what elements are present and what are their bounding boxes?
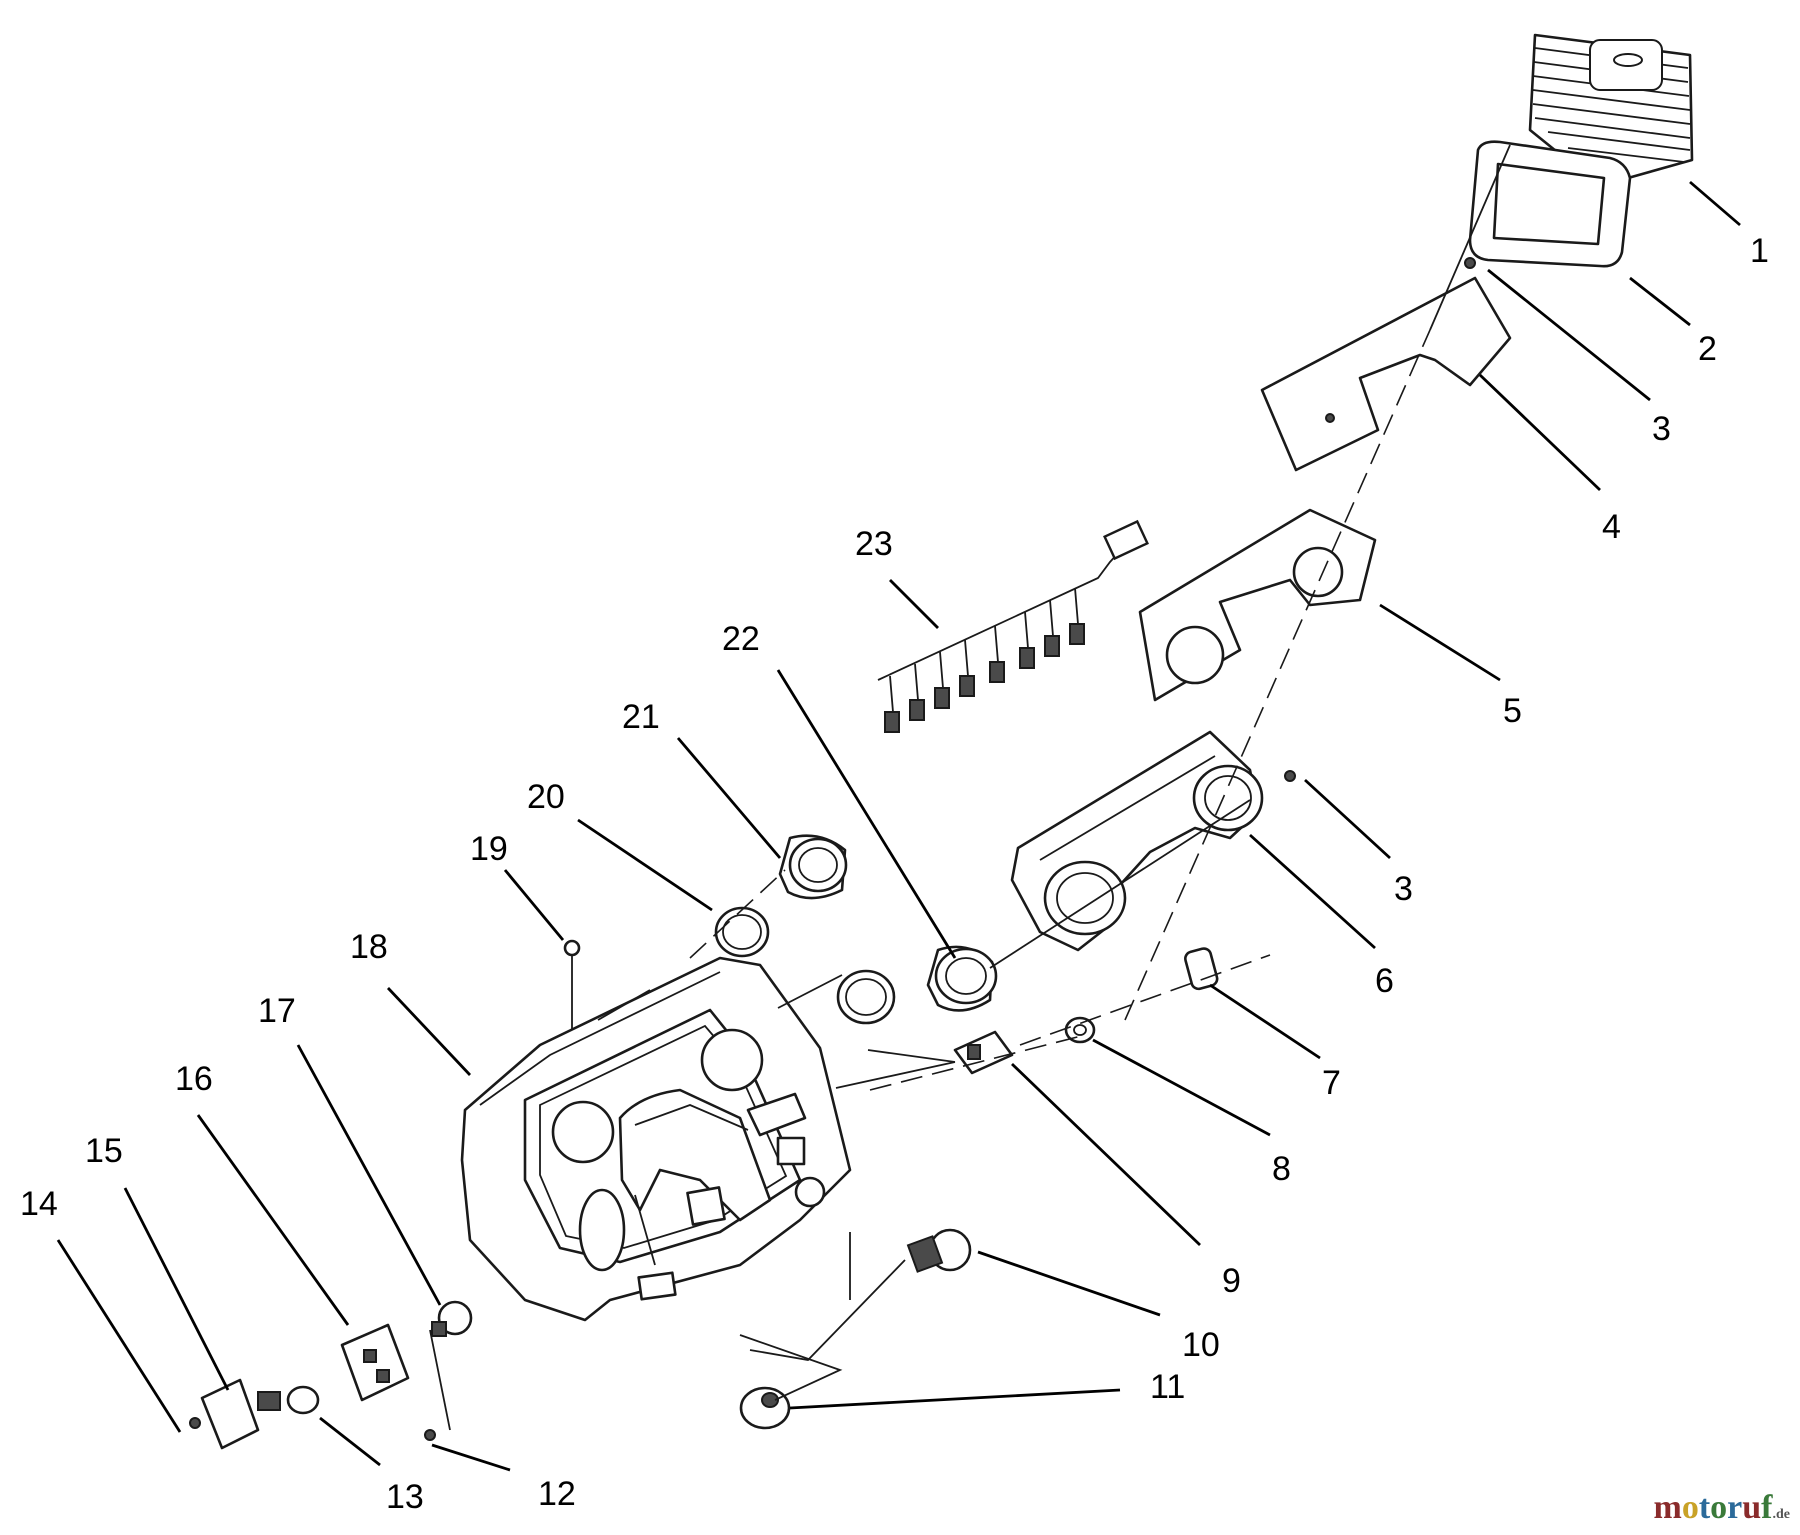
leader-lines	[56, 180, 1741, 1472]
callout-14: 14	[20, 1185, 58, 1223]
callout-labels: 1 2 3 4 5 3 6 7 8 9 10 11 12 13 14 15 16…	[20, 232, 1769, 1516]
part-2-frame	[1468, 140, 1632, 268]
part-21-gauge	[778, 834, 848, 900]
callout-4: 4	[1602, 508, 1621, 546]
watermark-logo: motoruf.de	[1653, 1489, 1791, 1526]
part-4-upper-decal	[1260, 276, 1512, 472]
callout-1: 1	[1750, 232, 1769, 270]
part-23-wiring-harness	[877, 519, 1149, 733]
part-12-screw	[424, 1429, 436, 1441]
part-6-gauge-bezel	[1010, 730, 1264, 952]
part-1-top-cover	[1528, 33, 1694, 180]
part-16-switch-block	[340, 1323, 410, 1402]
callout-17: 17	[258, 992, 296, 1030]
part-11-connector	[739, 1386, 791, 1430]
callout-9: 9	[1222, 1262, 1241, 1300]
callout-12: 12	[538, 1475, 576, 1513]
callout-20: 20	[527, 778, 565, 816]
callout-13: 13	[386, 1478, 424, 1516]
callout-21: 21	[622, 698, 660, 736]
part-14-screw	[189, 1417, 201, 1429]
part-17-bulb	[431, 1300, 473, 1337]
part-19-screw	[563, 939, 581, 1040]
callout-7: 7	[1322, 1064, 1341, 1102]
part-3-screw-bottom	[1284, 770, 1296, 782]
callout-8: 8	[1272, 1150, 1291, 1188]
part-20-rings	[714, 906, 896, 1025]
callout-22: 22	[722, 620, 760, 658]
callout-3-bottom: 3	[1394, 870, 1413, 908]
callout-18: 18	[350, 928, 388, 966]
part-7-knob	[1184, 947, 1219, 991]
part-15-bracket	[200, 1378, 281, 1450]
part-10-light	[906, 1228, 972, 1273]
callout-16: 16	[175, 1060, 213, 1098]
part-8-nut	[1064, 1016, 1096, 1044]
part-18-dash-housing	[460, 956, 852, 1322]
callout-10: 10	[1182, 1326, 1220, 1364]
callout-15: 15	[85, 1132, 123, 1170]
assembly-guide-lines	[429, 144, 1511, 1431]
callout-6: 6	[1375, 962, 1394, 1000]
callout-3-top: 3	[1652, 410, 1671, 448]
part-5-lower-decal	[1138, 508, 1377, 702]
callout-19: 19	[470, 830, 508, 868]
part-13-lens	[286, 1385, 320, 1415]
callout-11: 11	[1150, 1368, 1185, 1406]
callout-23: 23	[855, 525, 893, 563]
callout-2: 2	[1698, 330, 1717, 368]
part-22-gauge	[926, 945, 998, 1012]
callout-5: 5	[1503, 692, 1522, 730]
